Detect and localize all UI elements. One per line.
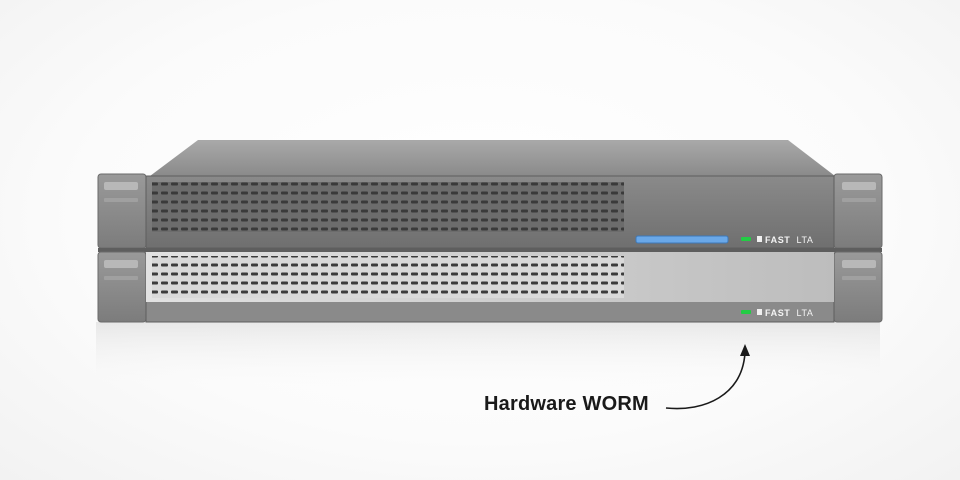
upper-unit: FAST LTA bbox=[97, 173, 883, 249]
hardware-worm-callout: Hardware WORM bbox=[484, 393, 649, 415]
svg-text:FAST LTA: FAST LTA bbox=[765, 235, 814, 245]
callout-arrowhead-icon bbox=[740, 344, 750, 356]
lower-brand-light: LTA bbox=[797, 308, 814, 318]
svg-text:FAST LTA: FAST LTA bbox=[765, 308, 814, 318]
floor-reflection bbox=[96, 322, 880, 392]
upper-indicator-bar bbox=[635, 235, 729, 244]
upper-brand-light: LTA bbox=[797, 235, 814, 245]
lower-vent-grille bbox=[152, 256, 624, 298]
upper-brand-mark-icon bbox=[757, 236, 762, 242]
upper-status-led bbox=[741, 237, 751, 241]
lower-brand-bold: FAST bbox=[765, 308, 790, 318]
upper-vent-grille bbox=[152, 182, 624, 232]
chassis-top bbox=[150, 140, 835, 176]
lower-unit: FAST LTA bbox=[97, 251, 883, 323]
lower-status-led bbox=[741, 310, 751, 314]
lower-brand-mark-icon bbox=[757, 309, 762, 315]
upper-brand-bold: FAST bbox=[765, 235, 790, 245]
callout-arrow-icon bbox=[665, 352, 746, 410]
